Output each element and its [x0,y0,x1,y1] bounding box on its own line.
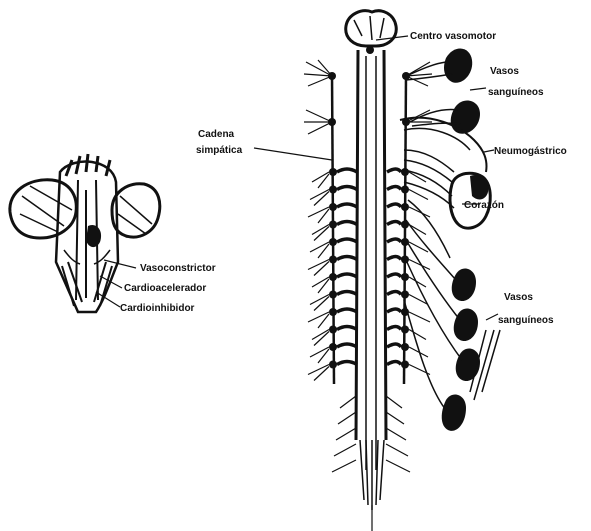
lower-blood-vessels [404,200,500,431]
cervical-ganglia [304,60,432,134]
ganglion-left-11 [329,343,337,351]
label-cadena-simpatica-2: simpática [196,145,243,156]
ramus-pair-7 [337,274,401,277]
ganglion-right-2 [401,186,409,194]
lower-nerve-fibers-5 [332,460,410,472]
label-cadena-simpatica-1: Cadena [198,129,235,140]
spinal-cord-figure [254,11,500,531]
ganglion-left-7 [329,273,337,281]
lower-nerve-fibers-4 [334,444,408,456]
label-vasos-sanguineos-top-2: sanguíneos [488,87,544,98]
nerve-fibers-12 [308,365,430,381]
ramus-pair-10 [337,327,401,330]
ramus-pair-3 [337,204,401,207]
label-cardioinhibidor: Cardioinhibidor [120,303,195,314]
ganglion-left-3 [329,203,337,211]
ramus-pair-6 [337,257,401,260]
lower-nerve-fibers-3 [336,428,406,440]
nerve-fibers-8 [310,295,428,311]
ganglion-right-10 [401,326,409,334]
label-corazon: Corazón [464,200,504,211]
label-vasos-sanguineos-top-1: Vasos [490,66,519,77]
ganglion-right-11 [401,343,409,351]
ganglion-right-12 [401,361,409,369]
ganglion-left-4 [329,221,337,229]
ganglion-right-7 [401,273,409,281]
ramus-pair-1 [337,169,401,172]
nerve-fibers-4 [312,225,426,241]
ganglion-left-8 [329,291,337,299]
ramus-pair-9 [337,309,401,312]
ramus-pair-8 [337,292,401,295]
segmental-ganglia [308,168,430,472]
ramus-pair-2 [337,187,401,190]
ganglion-left-1 [329,168,337,176]
label-cardioacelerador: Cardioacelerador [124,283,206,294]
label-vasos-sanguineos-bottom-2: sanguíneos [498,315,554,326]
ganglion-right-8 [401,291,409,299]
ramus-pair-11 [337,344,401,347]
ganglion-right-1 [401,168,409,176]
ganglion-right-3 [401,203,409,211]
nerve-fibers-3 [308,207,430,223]
label-neumogastrico: Neumogástrico [494,146,567,157]
ganglion-left-12 [329,361,337,369]
ganglion-left-10 [329,326,337,334]
ganglion-left-6 [329,256,337,264]
nerve-fibers-7 [312,277,426,293]
label-centro-vasomotor: Centro vasomotor [410,31,496,42]
nerve-fibers-5 [310,242,428,258]
ramus-pair-4 [337,222,401,225]
nerve-fibers-1 [312,172,426,188]
heart [404,150,490,228]
ramus-pair-5 [337,239,401,242]
label-vasoconstrictor: Vasoconstrictor [140,263,216,274]
ramus-pair-12 [337,362,401,365]
ganglion-left-9 [329,308,337,316]
lower-nerve-fibers-1 [340,396,402,408]
ganglion-left-5 [329,238,337,246]
ganglion-left-2 [329,186,337,194]
nerve-fibers-11 [310,347,428,363]
nerve-fibers-10 [312,330,426,346]
nerve-fibers-2 [310,190,428,206]
lower-nerve-fibers-2 [338,412,404,424]
label-vasos-sanguineos-bottom-1: Vasos [504,292,533,303]
